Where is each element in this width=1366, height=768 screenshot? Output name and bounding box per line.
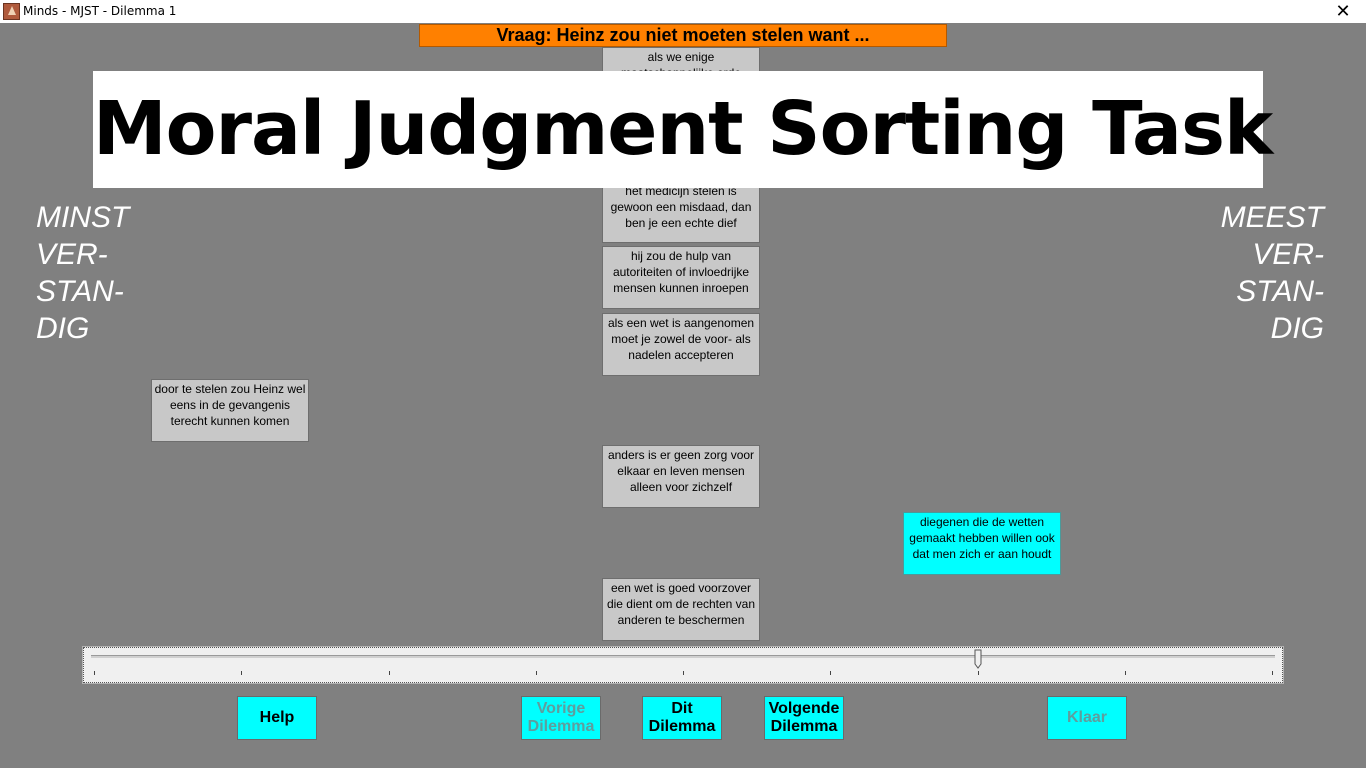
statement-card[interactable]: als een wet is aangenomen moet je zowel … [602, 313, 760, 376]
help-button[interactable]: Help [237, 696, 317, 740]
window-title: Minds - MJST - Dilemma 1 [23, 4, 177, 18]
previous-dilemma-button[interactable]: Vorige Dilemma [521, 696, 601, 740]
slider-tick [1124, 671, 1126, 675]
overlay-title: Moral Judgment Sorting Task [93, 71, 1273, 188]
done-button[interactable]: Klaar [1047, 696, 1127, 740]
slider-tick [388, 671, 390, 675]
close-icon[interactable]: ✕ [1335, 0, 1351, 22]
title-bar: Minds - MJST - Dilemma 1 ✕ [0, 0, 1366, 23]
slider-tick [241, 671, 243, 675]
slider-tick [977, 671, 979, 675]
slider-tick [94, 671, 95, 675]
statement-card-selected[interactable]: diegenen die de wetten gemaakt hebben wi… [903, 512, 1061, 575]
slider-thumb[interactable] [974, 649, 982, 669]
statement-card[interactable]: hij zou de hulp van autoriteiten of invl… [602, 246, 760, 309]
slider-tick [683, 671, 684, 675]
statement-card[interactable]: door te stelen zou Heinz wel eens in de … [151, 379, 309, 442]
next-dilemma-button[interactable]: Volgende Dilemma [764, 696, 844, 740]
statement-card[interactable]: een wet is goed voorzover die dient om d… [602, 578, 760, 641]
most-understandable-label: MEEST VER- STAN- DIG [1220, 201, 1324, 345]
current-dilemma-button[interactable]: Dit Dilemma [642, 696, 722, 740]
least-understandable-label: MINST VER- STAN- DIG [36, 201, 130, 345]
app-icon [3, 3, 20, 20]
slider-tick [535, 671, 537, 675]
ranking-slider[interactable] [82, 646, 1284, 684]
statement-card[interactable]: het medicijn stelen is gewoon een misdaa… [602, 180, 760, 243]
statement-card[interactable]: anders is er geen zorg voor elkaar en le… [602, 445, 760, 508]
slider-tick [1272, 671, 1273, 675]
slider-tick [830, 671, 832, 675]
question-banner: Vraag: Heinz zou niet moeten stelen want… [419, 24, 947, 47]
slider-line [91, 655, 1275, 658]
